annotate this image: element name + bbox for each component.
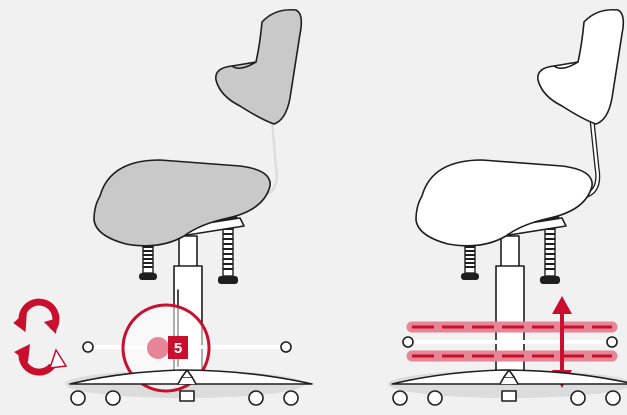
- gas-column-upper: [178, 235, 198, 269]
- seat: [415, 159, 593, 247]
- chair-left: 5: [65, 8, 313, 406]
- step-number: 5: [174, 340, 182, 357]
- rotate-counterclockwise-icon: [14, 344, 68, 376]
- foot-ring-current: [402, 336, 618, 348]
- step-badge: 5: [168, 336, 188, 359]
- casters-right: [392, 390, 621, 406]
- ring-knob: [147, 337, 169, 359]
- base-right: [391, 369, 627, 406]
- gas-column-upper: [500, 235, 520, 269]
- backrest: [215, 8, 303, 125]
- base-left: [69, 369, 313, 406]
- chair-right: [388, 8, 627, 406]
- casters-left: [70, 390, 299, 406]
- backrest: [537, 8, 625, 125]
- rotate-clockwise-icon: [13, 298, 60, 334]
- seat: [93, 159, 271, 247]
